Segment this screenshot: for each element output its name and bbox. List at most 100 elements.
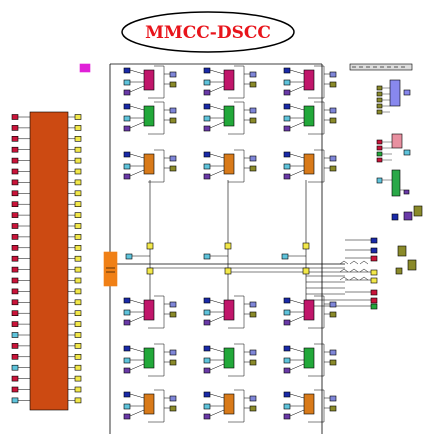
output-port: [74, 136, 82, 142]
gate-wire: [209, 153, 225, 159]
meas-port: [249, 81, 257, 88]
input-port: [11, 255, 19, 262]
meas-port: [249, 405, 257, 412]
lower-cell: [283, 343, 337, 377]
ref-wire: [209, 315, 225, 323]
input-port: [11, 353, 19, 360]
upper-cell: [283, 65, 337, 99]
input-port: [11, 157, 19, 164]
control-block-1: [389, 79, 401, 107]
control-block-2: [391, 133, 403, 149]
ref-port: [123, 173, 131, 180]
scope-port: [169, 349, 177, 356]
scope-port: [249, 155, 257, 162]
switch-symbol: [349, 276, 359, 281]
switch-symbol: [339, 260, 349, 265]
upper-cell: [203, 101, 257, 135]
output-port: [74, 190, 82, 197]
ref-wire: [209, 363, 225, 371]
switch-module: [143, 299, 155, 321]
signal-port: [283, 403, 291, 410]
mid-node-cyan: [125, 253, 133, 260]
control-out-5: [403, 211, 413, 221]
control-input-2: [376, 157, 383, 163]
ref-port: [203, 319, 211, 326]
input-port: [11, 288, 19, 295]
meas-port: [249, 165, 257, 172]
wiring: [79, 63, 345, 434]
output-port: [74, 234, 82, 240]
switch-module: [223, 105, 235, 127]
switch-module: [303, 153, 315, 175]
ref-port: [123, 125, 131, 132]
output-port: [74, 343, 82, 349]
lower-cell: [203, 295, 257, 329]
output-port: [74, 125, 82, 131]
control-out-2: [403, 149, 411, 156]
ref-wire: [129, 315, 145, 323]
input-port: [11, 114, 19, 120]
controller-block: [11, 111, 82, 411]
meas-port: [249, 311, 257, 318]
control-input: [376, 103, 383, 109]
scope-port: [169, 301, 177, 308]
output-port: [74, 310, 82, 317]
switch-module: [303, 393, 315, 415]
gate-port: [203, 151, 211, 158]
ref-port: [283, 367, 291, 374]
upper-cell: [203, 65, 257, 99]
signal-port: [203, 115, 211, 122]
driver-port: [370, 237, 378, 244]
gate-port: [283, 103, 291, 110]
ref-port: [123, 413, 131, 420]
ref-port: [283, 319, 291, 326]
ref-wire: [209, 409, 225, 417]
switch-module: [143, 153, 155, 175]
input-port: [11, 212, 19, 218]
signal-port: [123, 403, 131, 410]
mid-node-lower: [302, 267, 310, 275]
upper-cell: [283, 101, 337, 135]
control-input: [376, 97, 383, 103]
signal-port: [123, 79, 131, 86]
meas-port: [169, 311, 177, 318]
input-port: [11, 146, 19, 153]
input-port: [11, 375, 19, 382]
input-port: [11, 201, 19, 207]
output-port: [74, 299, 82, 306]
driver-port: [370, 303, 378, 310]
output-port: [74, 201, 82, 207]
gate-wire: [209, 299, 225, 305]
gate-port: [283, 67, 291, 74]
driver-port: [370, 289, 378, 296]
input-port: [11, 125, 19, 131]
mid-node-lower: [146, 267, 154, 275]
output-port: [74, 179, 82, 186]
switch-module: [143, 69, 155, 91]
switch-module: [303, 105, 315, 127]
gate-port: [283, 297, 291, 304]
scope-port: [169, 71, 177, 78]
ref-wire: [289, 409, 305, 417]
switch-module: [303, 347, 315, 369]
signal-port: [203, 79, 211, 86]
input-port: [11, 266, 19, 273]
ref-port: [203, 125, 211, 132]
gate-wire: [129, 69, 145, 75]
ref-wire: [289, 121, 305, 129]
gate-port: [123, 67, 131, 74]
input-port: [11, 397, 19, 404]
switch-symbol: [349, 268, 359, 273]
output-port: [74, 332, 82, 338]
gate-wire: [209, 393, 225, 399]
converter-cells: [123, 65, 337, 423]
scope-port: [169, 107, 177, 114]
upper-cell: [203, 149, 257, 183]
gate-wire: [209, 105, 225, 111]
control-input: [376, 85, 383, 91]
input-port: [11, 343, 19, 349]
switch-module: [143, 393, 155, 415]
scope-port: [169, 395, 177, 402]
ref-wire: [209, 121, 225, 129]
gate-port: [123, 151, 131, 158]
